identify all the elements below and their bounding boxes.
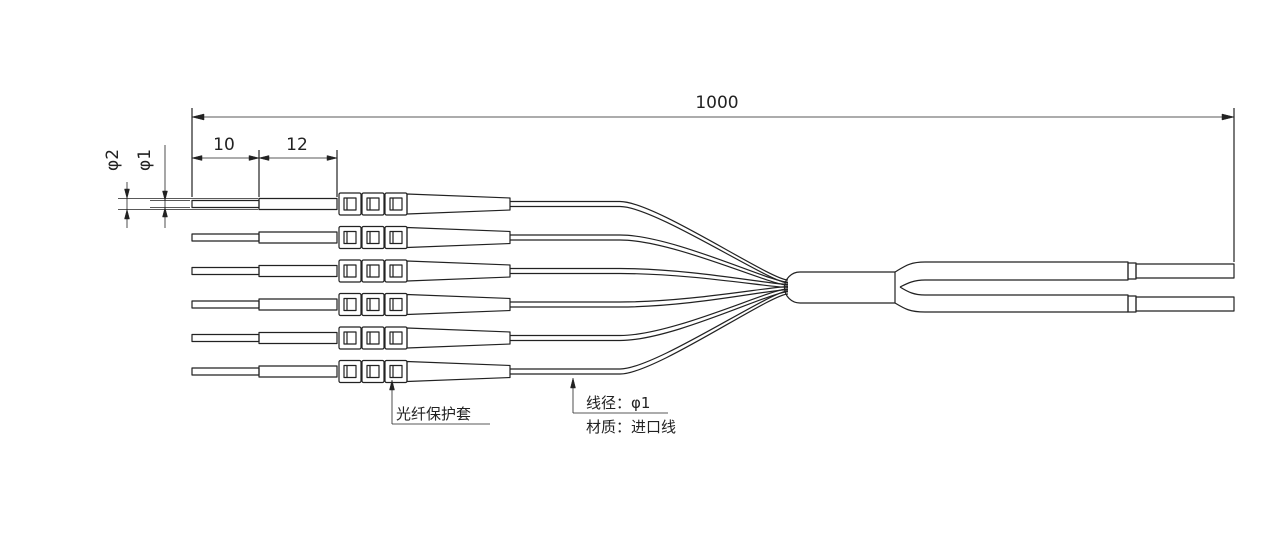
fiber-cable-bottom-5 — [510, 291, 789, 342]
fiber-cable-bottom-3 — [510, 272, 789, 288]
fiber-sleeve-6 — [258, 365, 338, 378]
fiber-sleeve-2 — [258, 231, 338, 244]
boot-segment-outer-3-3 — [384, 259, 408, 283]
arrow-12-right — [326, 155, 338, 161]
boot-segment-outer-2-2 — [361, 225, 385, 250]
arrow-12-left — [258, 155, 270, 161]
fiber-cable-bottom-6 — [510, 293, 789, 375]
boot-segment-outer-3-1 — [338, 259, 362, 283]
boot-segment-inner-3-1 — [343, 264, 357, 278]
boot-taper-5 — [406, 327, 511, 349]
boot-taper-6 — [406, 360, 511, 383]
boot-segment-inner-2-2 — [366, 230, 380, 245]
fiber-cable-top-2 — [510, 234, 789, 283]
boot-segment-inner-5-1 — [343, 331, 357, 345]
fiber-cable-top-5 — [510, 288, 789, 337]
arrow-outer-bottom — [124, 209, 130, 220]
boot-segment-inner-1-2 — [366, 197, 380, 211]
trunk-branch-lower — [894, 286, 1129, 313]
leader-sleeve-arrow — [389, 379, 395, 391]
boot-segment-inner-4-3 — [389, 297, 403, 312]
arrow-total-left — [191, 113, 205, 121]
boot-segment-inner-3-3 — [389, 264, 403, 278]
total-length-dimension: 1000 — [695, 93, 738, 113]
boot-segment-outer-2-1 — [338, 225, 362, 250]
material-label: 材质：进口线 — [586, 418, 676, 436]
boot-segment-outer-4-2 — [361, 292, 385, 317]
boot-segment-inner-1-3 — [389, 197, 403, 211]
wire-diameter-label: 线径：φ1 — [586, 394, 650, 412]
sleeve-length-dimension: 12 — [286, 135, 308, 155]
arrow-inner-bottom — [162, 207, 168, 218]
arrow-outer-top — [124, 188, 130, 199]
boot-segment-inner-2-1 — [343, 230, 357, 245]
fiber-cable-top-4 — [510, 286, 789, 303]
boot-segment-inner-3-2 — [366, 264, 380, 278]
bare-fiber-3 — [191, 266, 260, 276]
boot-segment-outer-1-2 — [361, 192, 385, 216]
arrow-inner-top — [162, 190, 168, 201]
boot-segment-outer-2-3 — [384, 225, 408, 250]
boot-segment-inner-6-1 — [343, 364, 357, 379]
fiber-cable-bottom-4 — [510, 289, 789, 308]
fiber-sleeve-3 — [258, 264, 338, 278]
fanout-hub — [783, 271, 896, 304]
boot-segment-inner-6-2 — [366, 364, 380, 379]
arrow-total-right — [1221, 113, 1235, 121]
boot-segment-outer-4-3 — [384, 292, 408, 317]
trunk-cap-upper — [1127, 262, 1137, 280]
boot-segment-inner-2-3 — [389, 230, 403, 245]
trunk-end-lower — [1135, 296, 1235, 312]
boot-segment-inner-6-3 — [389, 364, 403, 379]
bare-fiber-1 — [191, 199, 260, 209]
trunk-branch-upper — [894, 261, 1129, 288]
boot-segment-outer-5-2 — [361, 326, 385, 350]
trunk-cap-lower — [1127, 295, 1137, 313]
fiber-sleeve-4 — [258, 298, 338, 311]
fiber-cable-top-3 — [510, 267, 789, 285]
boot-segment-inner-5-2 — [366, 331, 380, 345]
boot-segment-inner-4-1 — [343, 297, 357, 312]
boot-segment-outer-6-1 — [338, 359, 362, 384]
boot-segment-inner-5-3 — [389, 331, 403, 345]
fiber-cable-top-6 — [510, 290, 789, 370]
protective-sleeve-label: 光纤保护套 — [396, 405, 471, 423]
bare-fiber-6 — [191, 367, 260, 376]
boot-segment-outer-6-2 — [361, 359, 385, 384]
fiber-cable-bottom-2 — [510, 239, 789, 286]
leader-wire-arrow — [570, 377, 576, 389]
cable-geometry — [118, 108, 1235, 425]
trunk-end-upper — [1135, 263, 1235, 279]
boot-segment-outer-1-1 — [338, 192, 362, 216]
fiber-sleeve-1 — [258, 197, 338, 211]
boot-segment-outer-4-1 — [338, 292, 362, 317]
bare-fiber-2 — [191, 233, 260, 242]
fiber-cable-bottom-1 — [510, 205, 789, 284]
boot-segment-inner-1-1 — [343, 197, 357, 211]
boot-segment-outer-1-3 — [384, 192, 408, 216]
bare-fiber-4 — [191, 300, 260, 309]
boot-segment-outer-5-3 — [384, 326, 408, 350]
boot-segment-outer-5-1 — [338, 326, 362, 350]
boot-taper-3 — [406, 260, 511, 282]
arrow-10-left — [191, 155, 203, 161]
fiber-sleeve-5 — [258, 331, 338, 345]
boot-segment-outer-3-2 — [361, 259, 385, 283]
boot-taper-1 — [406, 193, 511, 215]
boot-taper-4 — [406, 293, 511, 316]
bare-fiber-5 — [191, 333, 260, 343]
inner-diameter-dimension: φ1 — [135, 149, 155, 171]
pigtail-length-dimension: 10 — [213, 135, 235, 155]
fiber-cable-top-1 — [510, 200, 789, 281]
arrow-10-right — [248, 155, 260, 161]
boot-segment-inner-4-2 — [366, 297, 380, 312]
boot-segment-outer-6-3 — [384, 359, 408, 384]
outer-diameter-dimension: φ2 — [103, 149, 123, 171]
boot-taper-2 — [406, 226, 511, 249]
